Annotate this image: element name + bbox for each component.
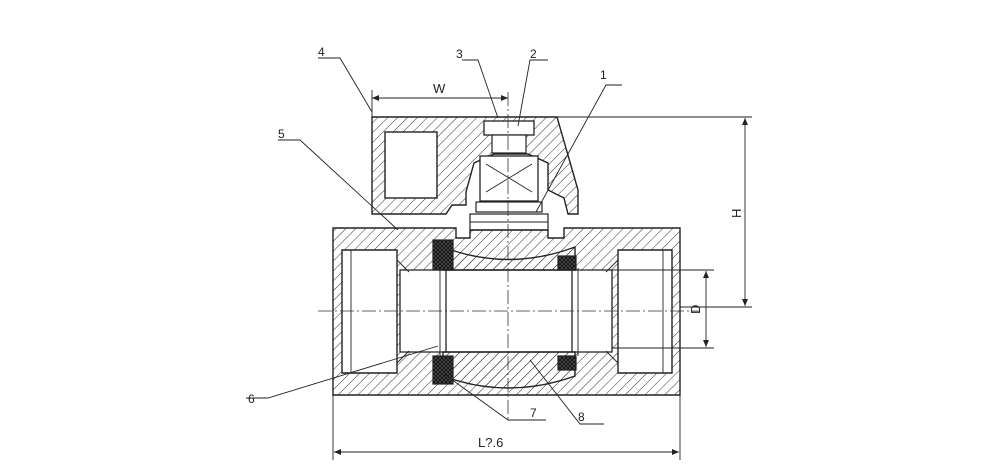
dimension-height-label: H — [729, 209, 744, 218]
part-label-7: 7 — [530, 406, 537, 420]
dimension-bore-label: D — [688, 305, 703, 314]
part-label-6: 6 — [248, 392, 255, 406]
part-labels: 1 2 3 4 5 6 7 8 — [248, 45, 607, 424]
dimension-length: L?.6 — [332, 395, 681, 460]
ball — [439, 245, 579, 389]
dimension-width: W — [371, 81, 508, 117]
part-label-1: 1 — [600, 68, 607, 82]
stem-nut — [483, 120, 535, 154]
part-label-8: 8 — [578, 410, 585, 424]
part-label-3: 3 — [456, 47, 463, 61]
stem — [469, 155, 549, 231]
valve-body — [332, 227, 681, 396]
dimension-height: H — [557, 116, 752, 308]
handle — [371, 116, 579, 215]
leader-lines — [246, 57, 622, 425]
dimension-width-label: W — [433, 81, 446, 96]
part-label-5: 5 — [278, 127, 285, 141]
part-label-4: 4 — [318, 45, 325, 59]
dimension-length-label: L?.6 — [478, 435, 503, 450]
part-label-2: 2 — [530, 47, 537, 61]
centre-lines — [318, 92, 700, 420]
dimension-bore: D — [612, 269, 714, 349]
